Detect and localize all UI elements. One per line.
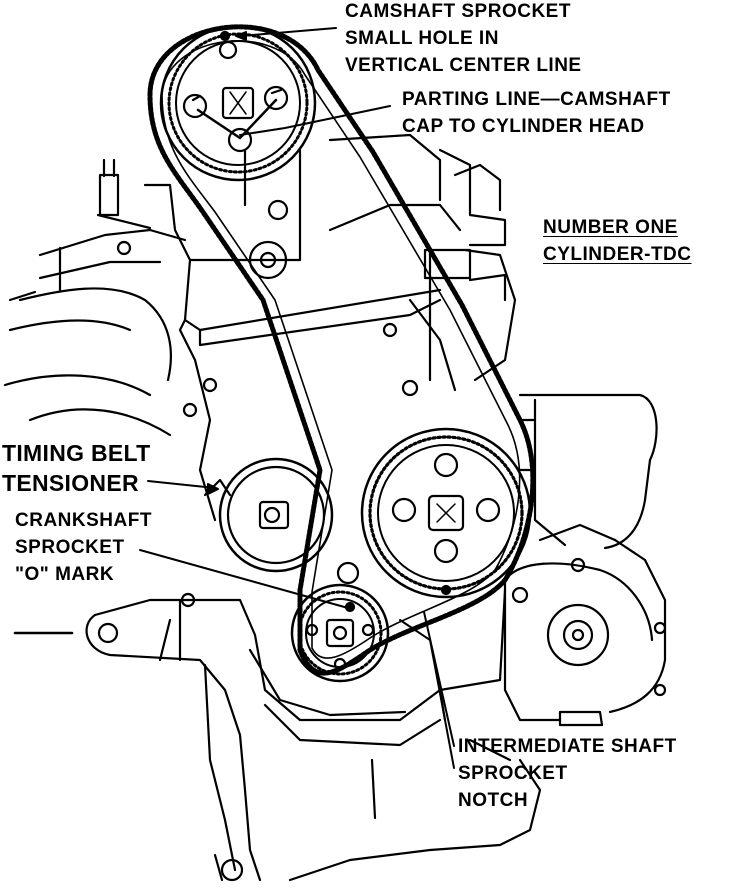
camshaft-sprocket	[159, 24, 317, 182]
label-crankshaft-sprocket-line3: "O" MARK	[15, 564, 115, 585]
label-timing-belt-tensioner: TIMING BELT TENSIONER	[2, 438, 151, 498]
label-number-one-tdc-line2: CYLINDER-TDC	[543, 244, 692, 265]
engine-block	[143, 133, 517, 522]
label-parting-line: PARTING LINE—CAMSHAFT CAP TO CYLINDER HE…	[402, 86, 671, 140]
label-camshaft-sprocket-line3: VERTICAL CENTER LINE	[345, 55, 582, 76]
label-crankshaft-sprocket: CRANKSHAFT SPROCKET "O" MARK	[15, 507, 152, 588]
label-intermediate-shaft-line3: NOTCH	[458, 790, 529, 811]
label-intermediate-shaft: INTERMEDIATE SHAFT SPROCKET NOTCH	[458, 733, 677, 814]
label-camshaft-sprocket: CAMSHAFT SPROCKET SMALL HOLE IN VERTICAL…	[345, 0, 582, 79]
crankshaft-sprocket	[290, 561, 390, 683]
label-intermediate-shaft-line2: SPROCKET	[458, 763, 568, 784]
intermediate-shaft-sprocket	[360, 427, 532, 599]
oil-pan	[13, 588, 542, 882]
label-camshaft-sprocket-line2: SMALL HOLE IN	[345, 28, 499, 49]
timing-belt-tensioner	[182, 402, 334, 573]
timing-belt	[147, 24, 536, 676]
label-timing-belt-tensioner-line1: TIMING BELT	[2, 440, 151, 466]
label-parting-line-line1: PARTING LINE—CAMSHAFT	[402, 89, 671, 110]
label-crankshaft-sprocket-line2: SPROCKET	[15, 537, 125, 558]
intake-manifold	[3, 158, 187, 437]
leader-lines	[139, 27, 455, 769]
label-crankshaft-sprocket-line1: CRANKSHAFT	[15, 510, 152, 531]
label-number-one-tdc-line1: NUMBER ONE	[543, 217, 678, 238]
label-parting-line-line2: CAP TO CYLINDER HEAD	[402, 116, 645, 137]
label-timing-belt-tensioner-line2: TENSIONER	[2, 470, 139, 496]
label-intermediate-shaft-line1: INTERMEDIATE SHAFT	[458, 736, 677, 757]
label-camshaft-sprocket-line1: CAMSHAFT SPROCKET	[345, 1, 571, 22]
label-number-one-tdc: NUMBER ONE CYLINDER-TDC	[543, 214, 692, 268]
